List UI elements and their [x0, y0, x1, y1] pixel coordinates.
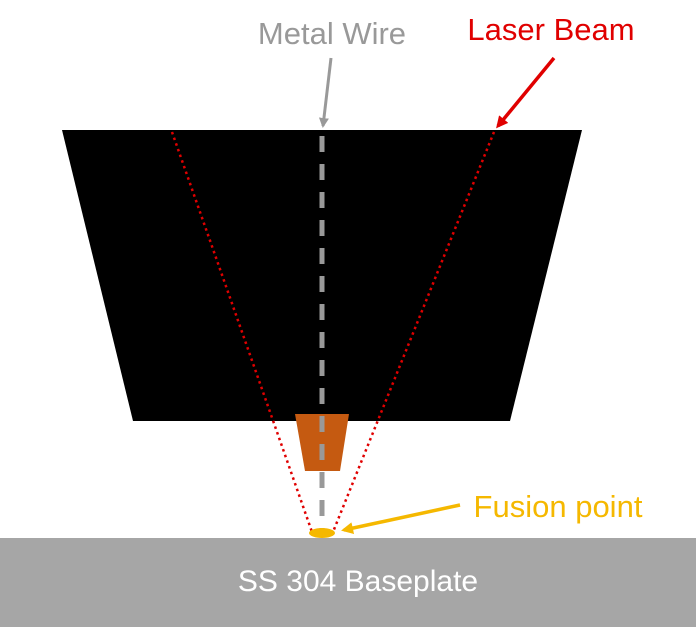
baseplate-label: SS 304 Baseplate — [238, 565, 478, 598]
laser-beam-left — [170, 131, 314, 533]
laser-beam-label: Laser Beam — [467, 12, 634, 47]
baseplate — [0, 538, 696, 627]
nozzle-body — [62, 130, 582, 421]
laser-beam-arrow — [496, 56, 556, 129]
fusion-point-arrow — [341, 503, 461, 534]
metal-wire-arrow — [318, 57, 333, 128]
fusion-point-label: Fusion point — [474, 489, 643, 524]
metal-wire-label: Metal Wire — [258, 16, 406, 51]
nozzle-tip — [295, 414, 349, 471]
fusion-point-marker — [309, 528, 335, 538]
